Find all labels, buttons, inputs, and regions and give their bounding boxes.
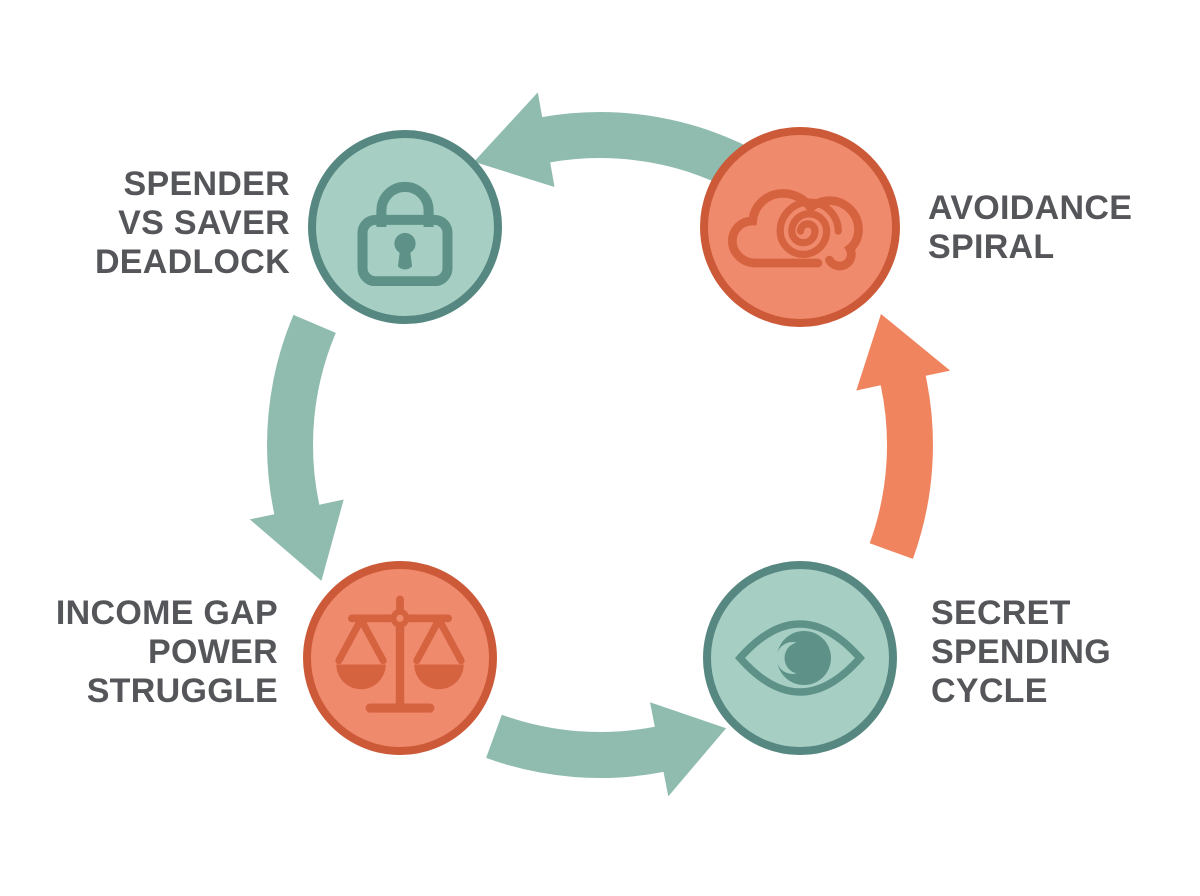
lock-icon <box>357 181 453 286</box>
label-secret-spending-cycle: SECRET SPENDING CYCLE <box>931 594 1191 711</box>
label-line: CYCLE <box>931 672 1048 710</box>
node-avoidance-spiral <box>700 127 900 327</box>
node-secret-spending-cycle <box>703 561 897 755</box>
scales-icon <box>335 595 465 713</box>
eye-icon <box>734 620 866 696</box>
node-income-gap-power-struggle <box>303 561 497 755</box>
right-arrow <box>856 314 951 559</box>
label-line: STRUGGLE <box>86 672 278 710</box>
label-line: AVOIDANCE <box>928 189 1133 227</box>
label-avoidance-spiral: AVOIDANCE SPIRAL <box>928 189 1188 267</box>
label-line: POWER <box>148 633 278 671</box>
label-line: DEADLOCK <box>94 243 290 281</box>
label-line: SPENDER <box>123 165 290 203</box>
label-line: SPIRAL <box>928 228 1055 266</box>
label-line: INCOME GAP <box>55 594 278 632</box>
label-income-gap-power-struggle: INCOME GAP POWER STRUGGLE <box>28 594 278 711</box>
bottom-arrow <box>486 702 727 797</box>
node-spender-saver-deadlock <box>308 130 502 324</box>
label-line: SECRET <box>931 594 1071 632</box>
top-arrow <box>473 92 767 197</box>
label-spender-saver-deadlock: SPENDER VS SAVER DEADLOCK <box>40 165 290 282</box>
cloud-spiral-icon <box>727 188 863 270</box>
left-arrow <box>249 314 344 581</box>
label-line: SPENDING <box>931 633 1111 671</box>
label-line: VS SAVER <box>118 204 290 242</box>
